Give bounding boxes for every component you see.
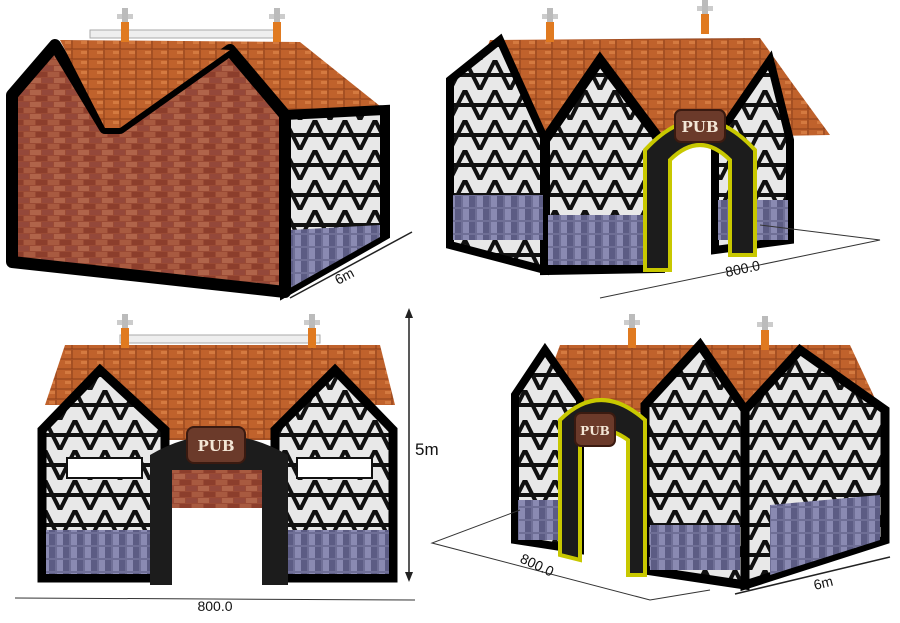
width-dimension-line	[14, 597, 416, 601]
entrance-arch	[643, 118, 757, 272]
roof	[125, 345, 320, 440]
width-label: 800.0	[724, 257, 762, 280]
width-dimension-line	[430, 509, 711, 601]
brick-back-view: 6m	[6, 8, 413, 301]
perspective-front-left-view: PUB 800.0 6m	[430, 314, 891, 601]
depth-label: 6m	[812, 573, 835, 593]
width-label: 800.0	[518, 550, 557, 579]
perspective-front-right-view: PUB 800.0	[446, 0, 881, 299]
entrance-arch	[150, 435, 288, 585]
pub-sign-text: PUB	[197, 437, 234, 455]
depth-dimension-line	[734, 556, 891, 595]
depth-dimension-line	[289, 231, 413, 299]
pub-sign-text: PUB	[580, 424, 610, 438]
roof-front	[60, 40, 230, 128]
pub-sign-text: PUB	[681, 118, 718, 136]
pub-sign	[574, 412, 616, 447]
pub-sign	[674, 109, 726, 143]
front-view: PUB 800.0 5m	[14, 308, 439, 614]
width-label: 800.0	[197, 598, 232, 614]
width-dimension-line	[599, 224, 881, 299]
side-base	[290, 225, 380, 288]
height-label: 5m	[415, 440, 439, 459]
pub-sign	[186, 426, 246, 464]
